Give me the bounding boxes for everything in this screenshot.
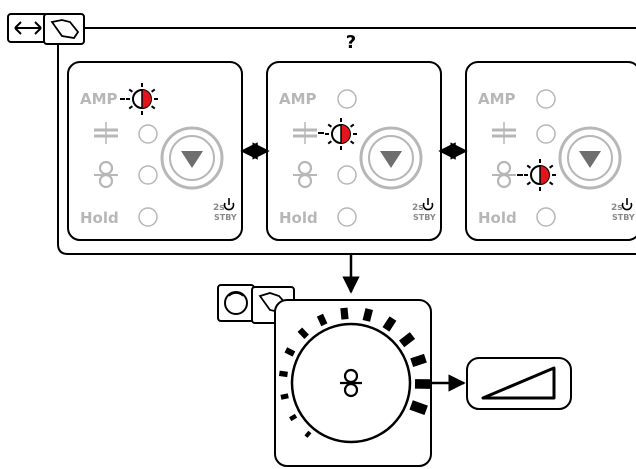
wire-feed-icon <box>94 160 118 189</box>
down-triangle-icon <box>181 151 203 168</box>
scale-tick <box>340 307 349 320</box>
question-mark: ? <box>346 32 356 53</box>
down-triangle-icon <box>579 151 601 168</box>
amp-label: AMP <box>279 90 317 108</box>
thickness-led-active <box>325 118 357 150</box>
hold-led <box>337 207 357 227</box>
hold-led <box>138 207 158 227</box>
group-frame <box>57 27 636 255</box>
amp-led <box>337 89 357 109</box>
wire-feed-symbol-icon <box>340 368 362 398</box>
hand-press-icon <box>43 13 85 45</box>
scale-tick <box>289 413 298 422</box>
thickness-led <box>138 124 158 144</box>
scale-tick <box>409 400 428 416</box>
rotary-knob-icon <box>217 284 255 322</box>
thickness-icon <box>94 122 118 144</box>
standby-label: STBY <box>612 213 635 222</box>
hold-label: Hold <box>279 209 318 227</box>
standby-label: STBY <box>413 213 436 222</box>
wire-led <box>138 165 158 185</box>
power-icon <box>223 198 235 211</box>
thickness-led <box>536 124 556 144</box>
scale-ticks <box>278 307 431 438</box>
amp-led-active <box>126 83 158 115</box>
amp-label: AMP <box>478 90 516 108</box>
hold-label: Hold <box>80 209 119 227</box>
scale-tick <box>284 347 296 357</box>
scale-tick <box>280 393 289 400</box>
amp-led <box>536 89 556 109</box>
scale-tick <box>278 370 288 378</box>
wire-led <box>337 165 357 185</box>
scale-tick <box>297 327 309 340</box>
standby-time: 2s <box>611 203 623 213</box>
scale-tick <box>382 316 397 332</box>
wire-feed-icon <box>293 160 317 189</box>
wire-led-active <box>524 159 556 191</box>
toggle-icon-group <box>7 13 85 45</box>
scale-tick <box>399 332 416 348</box>
standby-label: STBY <box>214 213 237 222</box>
amp-label: AMP <box>80 90 118 108</box>
scale-tick <box>362 308 373 322</box>
thickness-icon <box>492 122 516 144</box>
power-icon <box>621 198 633 211</box>
thickness-icon <box>293 122 317 144</box>
scale-tick <box>304 430 312 438</box>
standby-time: 2s <box>213 203 225 213</box>
hold-led <box>536 207 556 227</box>
power-icon <box>422 198 434 211</box>
wire-feed-icon <box>492 160 516 189</box>
ramp-triangle-icon <box>481 366 556 400</box>
scale-tick <box>410 353 427 368</box>
scale-tick <box>316 313 328 327</box>
hold-label: Hold <box>478 209 517 227</box>
down-triangle-icon <box>380 151 402 168</box>
standby-time: 2s <box>412 203 424 213</box>
